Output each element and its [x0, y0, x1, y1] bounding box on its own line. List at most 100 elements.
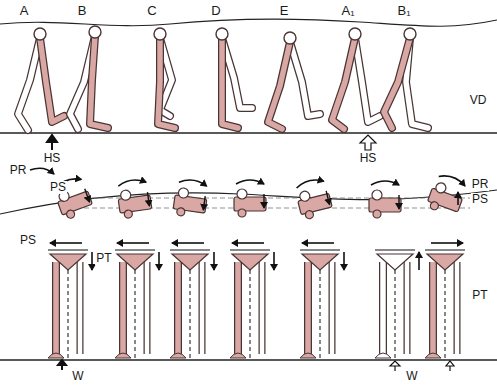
near-leg: [379, 262, 387, 354]
level-line: [375, 249, 415, 250]
leg-stub: [124, 210, 133, 219]
far-leg: [200, 262, 205, 354]
near-leg: [234, 262, 242, 354]
force-arrow: [343, 252, 345, 270]
stance-leg: [268, 42, 290, 129]
gravity-line: [135, 270, 136, 358]
force-arrow: [213, 252, 215, 270]
stance-leg: [222, 38, 238, 128]
force-arrow: [431, 242, 463, 244]
pelvis-triangle: [50, 254, 86, 270]
hip-joint: [299, 190, 311, 202]
gravity-line: [68, 270, 69, 358]
gravity-line: [395, 270, 396, 358]
force-arrow: [457, 192, 459, 205]
abbreviation-label: PS: [471, 193, 489, 206]
swing-leg: [222, 38, 252, 108]
phase-letter: B: [77, 4, 88, 17]
rotation-arrow: [118, 178, 146, 186]
level-line: [425, 249, 465, 250]
weight-arrow: [390, 361, 400, 371]
far-leg: [259, 262, 266, 354]
abbreviation-label: PR: [471, 178, 490, 191]
stance-leg: [222, 38, 238, 128]
drop-arrow: [263, 194, 264, 208]
swing-leg: [18, 38, 40, 130]
foot: [230, 353, 246, 358]
hip-joint: [404, 28, 416, 40]
pelvis-symbol: [234, 180, 266, 217]
stance-leg: [40, 38, 64, 122]
pelvis-triangle: [377, 254, 413, 270]
hip-joint: [434, 181, 447, 194]
hip-joint: [284, 32, 296, 44]
hip-joint: [349, 28, 361, 40]
pelvis-symbol: [426, 172, 469, 218]
far-leg: [145, 262, 150, 354]
swing-leg: [18, 38, 40, 130]
weight-arrow: [58, 360, 66, 370]
stance-leg: [40, 38, 64, 122]
abbreviation-label: W: [405, 370, 418, 383]
level-line: [300, 249, 340, 250]
leg-stub: [305, 210, 315, 220]
stance-leg: [90, 36, 108, 128]
leg-stub: [373, 210, 381, 218]
rotation-arrow: [30, 168, 54, 174]
hip-joint: [216, 28, 228, 40]
gravity-line: [320, 270, 321, 358]
far-leg: [144, 262, 151, 354]
swing-leg: [290, 42, 320, 116]
pelvis-symbol: [294, 177, 334, 221]
pelvis-triangle: [427, 254, 463, 270]
trajectory-curve: [0, 19, 497, 26]
abbreviation-label: PS: [19, 234, 37, 247]
far-leg: [404, 262, 411, 354]
hip-joint: [154, 28, 166, 40]
swing-leg: [222, 38, 252, 108]
swing-leg: [355, 38, 380, 122]
stance-leg: [384, 38, 410, 128]
far-leg: [329, 262, 336, 354]
far-leg: [405, 262, 410, 354]
hip-joint: [178, 187, 189, 198]
abbreviation-label: W: [71, 370, 84, 383]
rotation-arrow: [371, 181, 399, 185]
near-leg: [52, 262, 60, 354]
stance-leg: [158, 38, 175, 128]
foot: [300, 353, 316, 358]
phase-letter: C: [146, 4, 157, 17]
level-line: [48, 249, 88, 250]
leg-stub: [429, 201, 439, 211]
swing-leg: [290, 42, 320, 116]
near-leg: [174, 262, 182, 354]
abbreviation-label: HS: [43, 152, 62, 165]
force-arrow: [418, 252, 420, 270]
abbreviation-label: PT: [471, 289, 488, 302]
phase-letter: A: [19, 4, 30, 17]
heel-strike-arrow: [47, 135, 57, 150]
near-leg: [380, 262, 386, 354]
abbreviation-label: PS: [49, 181, 67, 194]
far-leg: [330, 262, 335, 354]
pelvis-symbol: [172, 178, 209, 219]
phase-letter: B₁: [396, 4, 411, 17]
force-arrow: [232, 242, 264, 244]
rotation-arrow: [296, 177, 324, 188]
near-leg: [119, 262, 127, 354]
pelvis-body: [369, 198, 401, 212]
pelvis-triangle: [172, 254, 208, 270]
drop-arrow: [147, 192, 149, 206]
abbreviation-label: PR: [9, 164, 28, 177]
far-leg: [454, 262, 461, 354]
phase-letter: D: [210, 4, 221, 17]
far-leg: [77, 262, 84, 354]
near-leg: [305, 262, 311, 354]
near-leg: [430, 262, 436, 354]
force-arrow: [117, 242, 149, 244]
phase-letter: E: [279, 4, 290, 17]
near-leg: [429, 262, 437, 354]
level-line: [170, 249, 210, 250]
